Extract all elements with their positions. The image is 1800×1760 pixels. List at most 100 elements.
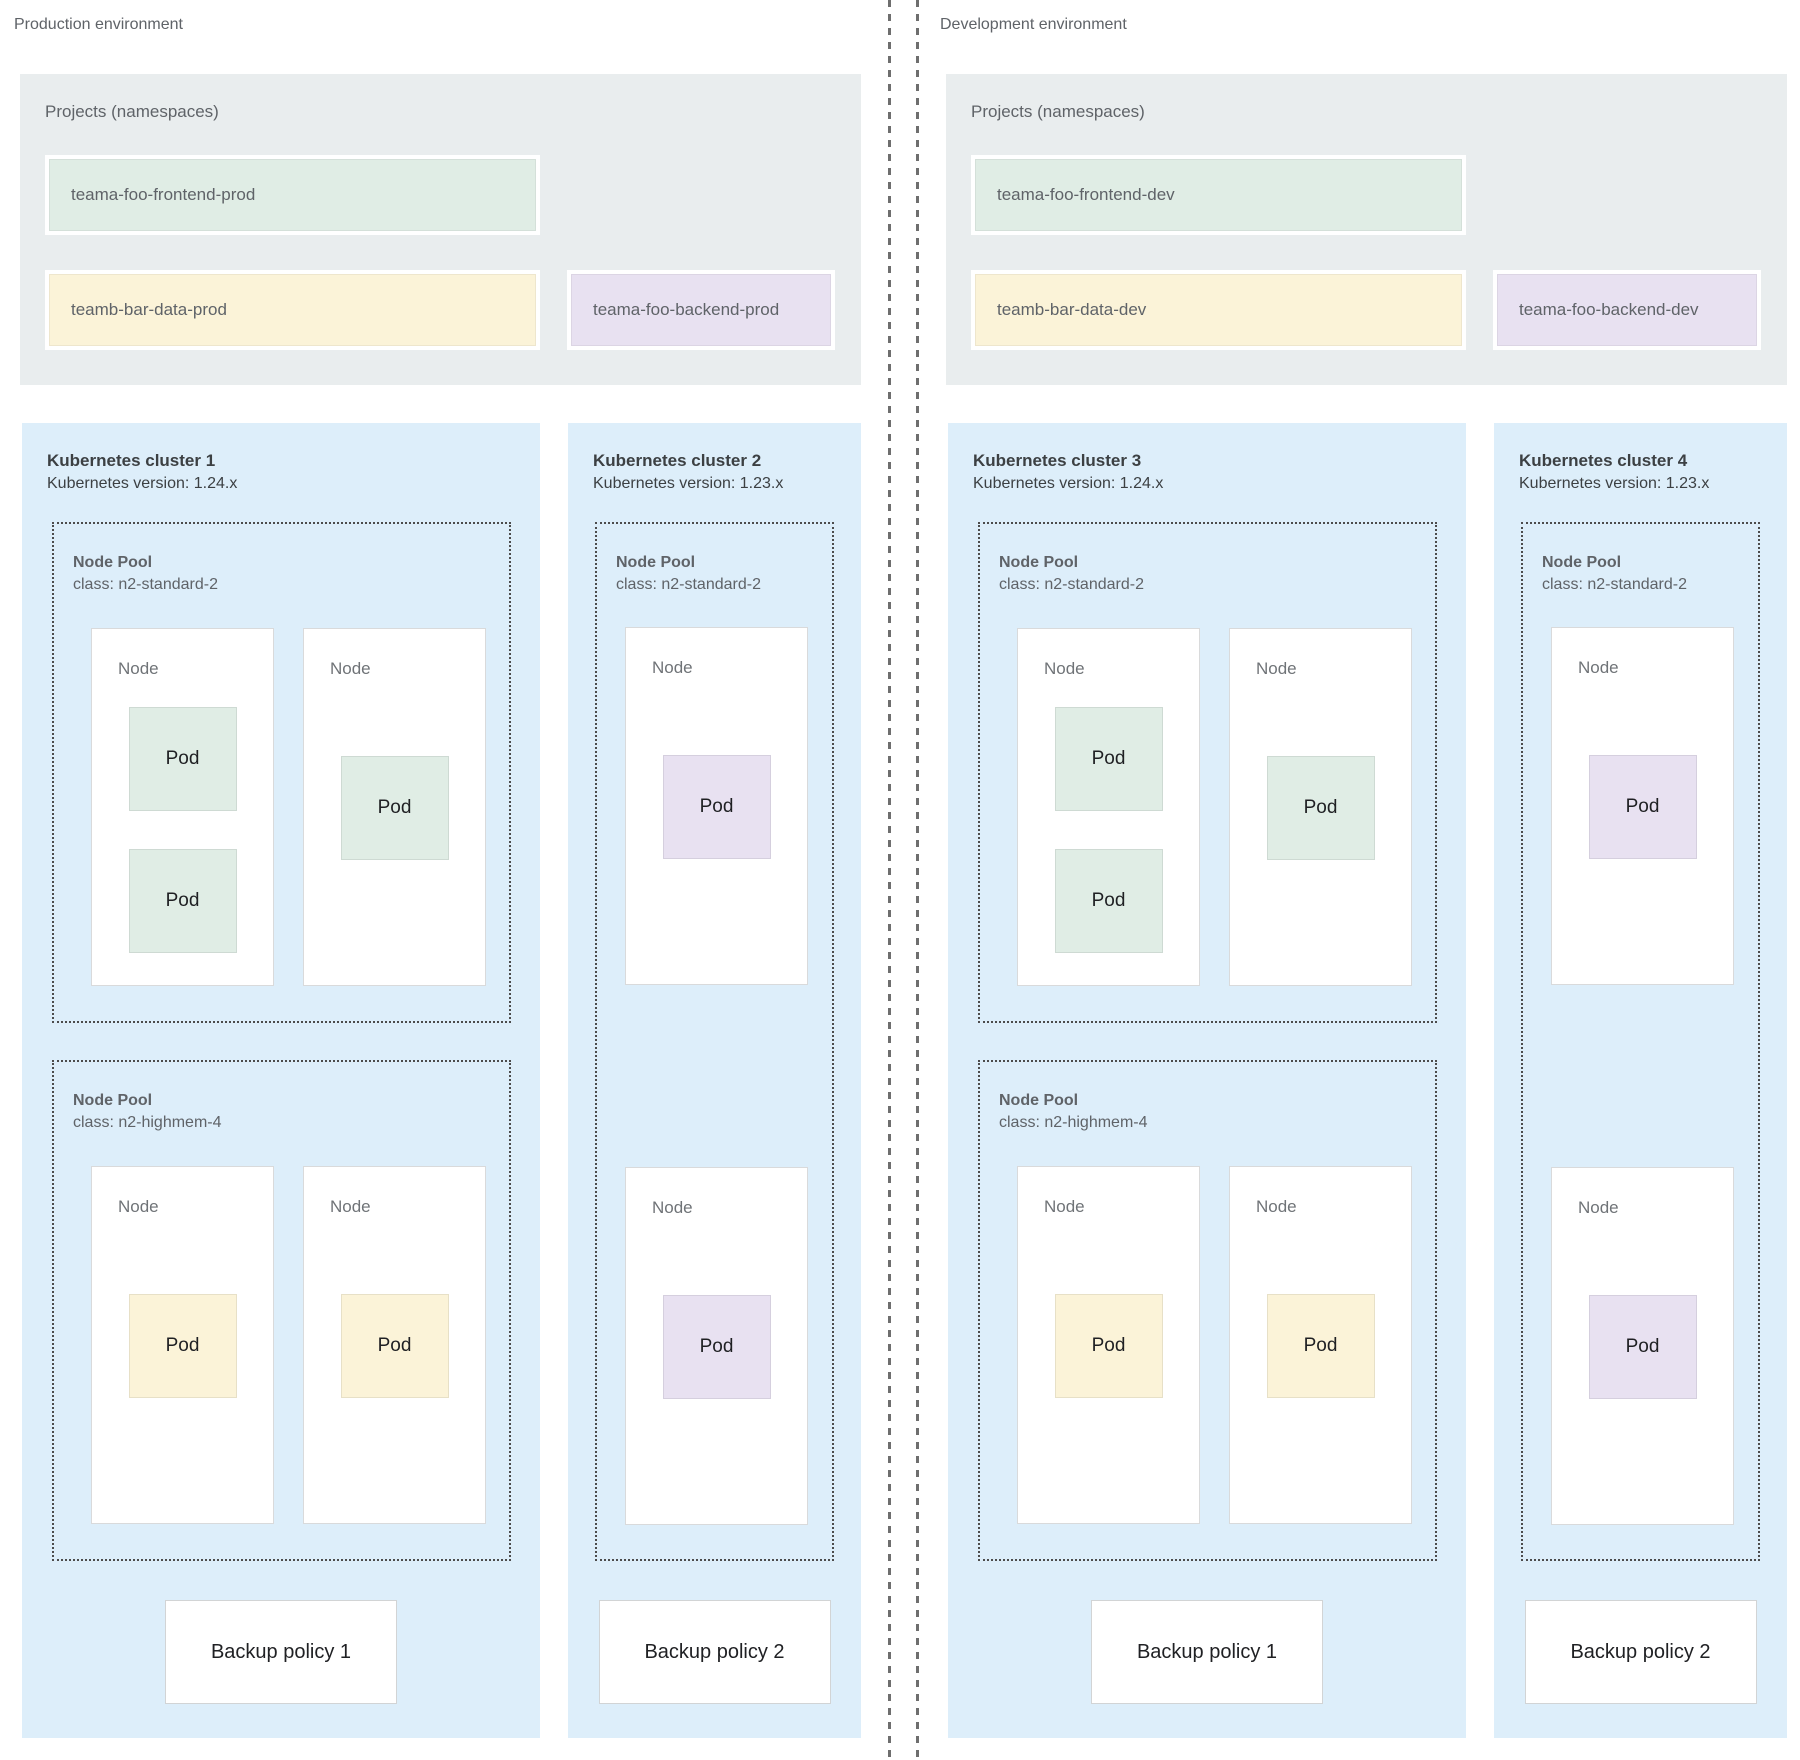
pod: Pod xyxy=(1588,1295,1697,1399)
pod: Pod xyxy=(128,849,237,953)
pod-label: Pod xyxy=(165,1335,200,1356)
backup-policy-label: Backup policy 1 xyxy=(210,1640,352,1663)
node-label: Node xyxy=(330,659,371,678)
node-pool-class: class: n2-highmem-4 xyxy=(999,1114,1148,1132)
node-pool-title: Node Pool xyxy=(999,1092,1079,1109)
projects-panel: Projects (namespaces) teama-foo-frontend-… xyxy=(946,74,1787,385)
pod-label: Pod xyxy=(1625,1336,1660,1357)
pod-label: Pod xyxy=(1091,890,1126,911)
node-label: Node xyxy=(1256,1197,1297,1216)
cluster-version: Kubernetes version: 1.24.x xyxy=(47,474,238,492)
pod: Pod xyxy=(1266,756,1375,860)
pod-label: Pod xyxy=(1303,797,1338,818)
project-teama-foo-frontend-prod: teama-foo-frontend-prod xyxy=(45,155,540,235)
project-label: teamb-bar-data-prod xyxy=(71,300,227,319)
node-label: Node xyxy=(118,659,159,678)
node-pool-class: class: n2-standard-2 xyxy=(1542,576,1687,594)
project-label: teamb-bar-data-dev xyxy=(997,300,1147,319)
pod-label: Pod xyxy=(165,748,200,769)
project-label: teama-foo-frontend-dev xyxy=(997,185,1175,204)
pod: Pod xyxy=(128,707,237,811)
node-label: Node xyxy=(118,1197,159,1216)
backup-policy: Backup policy 1 xyxy=(1091,1600,1323,1704)
node-label: Node xyxy=(1044,659,1085,678)
pod-label: Pod xyxy=(377,797,412,818)
node-label: Node xyxy=(1044,1197,1085,1216)
pod-label: Pod xyxy=(699,1336,734,1357)
cluster-title: Kubernetes cluster 2 xyxy=(593,451,762,470)
projects-panel: Projects (namespaces) teama-foo-frontend-… xyxy=(20,74,861,385)
pod-label: Pod xyxy=(1303,1335,1338,1356)
cluster-title: Kubernetes cluster 3 xyxy=(973,451,1142,470)
pod: Pod xyxy=(662,1295,771,1399)
node-pool-title: Node Pool xyxy=(1542,554,1622,571)
pod: Pod xyxy=(1054,1294,1163,1398)
backup-policy-label: Backup policy 2 xyxy=(644,1640,785,1663)
backup-policy-label: Backup policy 1 xyxy=(1136,1640,1278,1663)
development-environment-section: Development environment Projects (namesp… xyxy=(940,0,1787,1760)
node-label: Node xyxy=(1256,659,1297,678)
pod-label: Pod xyxy=(165,890,200,911)
node-pool-title: Node Pool xyxy=(616,554,696,571)
pod-label: Pod xyxy=(377,1335,412,1356)
cluster-title: Kubernetes cluster 1 xyxy=(47,451,216,470)
cluster-title: Kubernetes cluster 4 xyxy=(1519,451,1688,470)
pod: Pod xyxy=(1588,755,1697,859)
project-teamb-bar-data-dev: teamb-bar-data-dev xyxy=(971,270,1466,350)
projects-panel-title: Projects (namespaces) xyxy=(45,102,219,121)
node-pool-header: Node Pool class: n2-standard-2 xyxy=(54,524,509,597)
project-teama-foo-backend-prod: teama-foo-backend-prod xyxy=(567,270,835,350)
pod-label: Pod xyxy=(1625,796,1660,817)
node-pool-title: Node Pool xyxy=(73,1092,153,1109)
node-label: Node xyxy=(330,1197,371,1216)
node-pool-class: class: n2-standard-2 xyxy=(616,576,761,594)
environment-label: Development environment xyxy=(940,16,1127,33)
pod-label: Pod xyxy=(1091,748,1126,769)
node-pool-class: class: n2-standard-2 xyxy=(73,576,218,594)
cluster-header: Kubernetes cluster 1 Kubernetes version: … xyxy=(22,423,540,495)
node-pool-header: Node Pool class: n2-standard-2 xyxy=(1523,524,1758,597)
node-pool-header: Node Pool class: n2-standard-2 xyxy=(597,524,832,597)
cluster-header: Kubernetes cluster 3 Kubernetes version: … xyxy=(948,423,1466,495)
pod: Pod xyxy=(128,1294,237,1398)
backup-policy-label: Backup policy 2 xyxy=(1570,1640,1711,1663)
pod: Pod xyxy=(1054,849,1163,953)
environment-divider-line xyxy=(888,0,891,1760)
node-pool-class: class: n2-highmem-4 xyxy=(73,1114,222,1132)
project-teamb-bar-data-prod: teamb-bar-data-prod xyxy=(45,270,540,350)
node-pool-title: Node Pool xyxy=(73,554,153,571)
node-label: Node xyxy=(1578,658,1619,677)
project-teama-foo-frontend-dev: teama-foo-frontend-dev xyxy=(971,155,1466,235)
production-environment-section: Production environment Projects (namespa… xyxy=(14,0,861,1760)
kubernetes-cluster-3: Kubernetes cluster 3 Kubernetes version: … xyxy=(948,423,1466,1738)
pod-label: Pod xyxy=(1091,1335,1126,1356)
node-pool-class: class: n2-standard-2 xyxy=(999,576,1144,594)
backup-policy: Backup policy 1 xyxy=(165,1600,397,1704)
pod: Pod xyxy=(340,756,449,860)
pod: Pod xyxy=(662,755,771,859)
cluster-version: Kubernetes version: 1.24.x xyxy=(973,474,1164,492)
pod: Pod xyxy=(340,1294,449,1398)
node-label: Node xyxy=(652,658,693,677)
environment-label: Production environment xyxy=(14,16,183,33)
projects-panel-title: Projects (namespaces) xyxy=(971,102,1145,121)
